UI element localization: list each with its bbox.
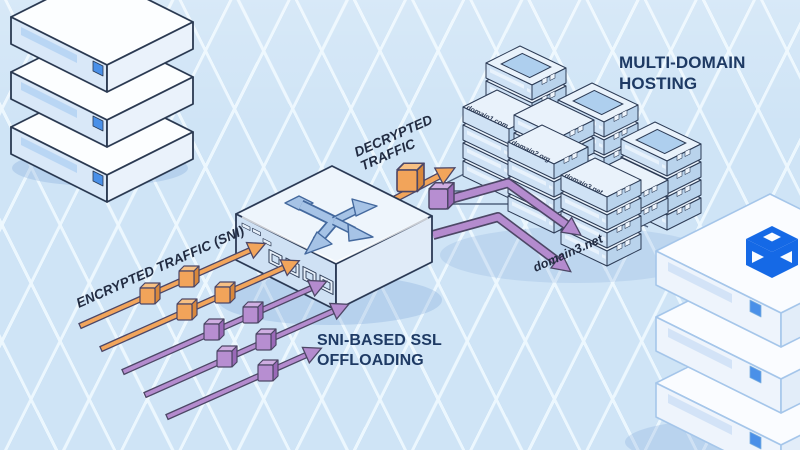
hosting-stack-domain1: domain1.com	[463, 90, 543, 198]
offloaded-traffic-arrows	[428, 178, 583, 273]
hosting-stack-domain2: domain2.org	[508, 125, 588, 233]
traffic-packet	[396, 162, 425, 193]
branching-arrows-icon	[284, 195, 378, 255]
branded-server-stack	[655, 193, 800, 450]
hosting-stack-domain3: domain3.net	[561, 158, 641, 266]
ssl-offloading-label: SNI-BASED SSL OFFLOADING	[317, 332, 442, 369]
encrypted-traffic-arrows	[78, 241, 351, 421]
traffic-packet	[428, 182, 455, 210]
cube-logo-icon	[746, 226, 798, 278]
hosting-stacks: domain1.com domain2.org domain3.net	[463, 46, 701, 266]
multi-domain-hosting-label: MULTI-DOMAIN HOSTING	[619, 53, 746, 94]
